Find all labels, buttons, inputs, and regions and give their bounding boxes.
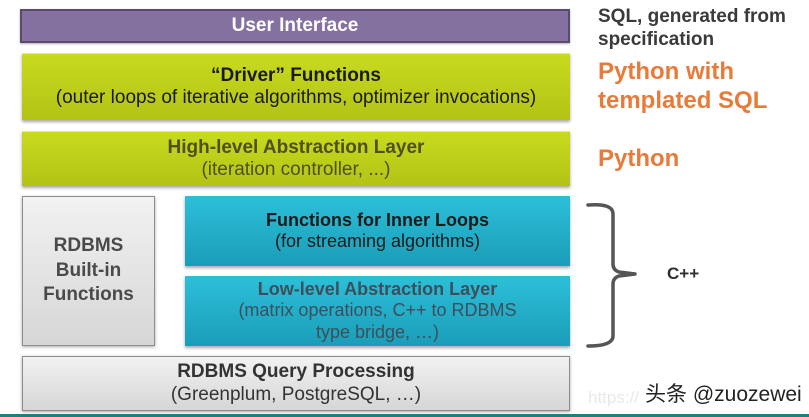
builtin-line-3: Functions <box>43 284 134 306</box>
driver-functions-layer: “Driver” Functions (outer loops of itera… <box>22 53 570 120</box>
driver-functions-title: “Driver” Functions <box>211 64 381 86</box>
rdbms-builtin-functions-box: RDBMS Built-in Functions <box>22 196 155 346</box>
inner-loops-title: Functions for Inner Loops <box>266 209 489 230</box>
bottom-divider <box>0 414 809 417</box>
python-sql-line-1: Python with <box>598 58 734 85</box>
low-level-title: Low-level Abstraction Layer <box>257 279 498 300</box>
low-level-subtitle-line-2: type bridge, …) <box>315 321 440 342</box>
builtin-line-1: RDBMS <box>53 234 124 256</box>
python-annotation: Python <box>598 145 680 172</box>
query-processing-title: RDBMS Query Processing <box>177 361 415 383</box>
python-templated-sql-annotation: Python with templated SQL <box>598 58 767 116</box>
sql-annotation-line-1: SQL, generated from <box>598 6 786 27</box>
low-level-abstraction-layer: Low-level Abstraction Layer (matrix oper… <box>185 276 570 346</box>
query-processing-subtitle: (Greenplum, PostgreSQL, …) <box>170 383 422 405</box>
high-level-abstraction-layer: High-level Abstraction Layer (iteration … <box>22 131 570 186</box>
query-processing-layer: RDBMS Query Processing (Greenplum, Postg… <box>22 356 570 411</box>
high-level-subtitle: (iteration controller, ...) <box>201 159 391 180</box>
cpp-annotation: C++ <box>667 264 700 283</box>
watermark-url: https:// <box>588 388 640 407</box>
python-sql-line-2: templated SQL <box>598 86 768 114</box>
inner-loops-subtitle: (for streaming algorithms) <box>274 231 481 251</box>
sql-annotation-line-2: specification <box>598 28 715 50</box>
high-level-title: High-level Abstraction Layer <box>167 136 425 158</box>
curly-brace-icon <box>586 202 637 348</box>
low-level-subtitle-line-1: (matrix operations, C++ to RDBMS <box>238 300 517 321</box>
watermark-text: 头条 @zuozewei <box>645 383 802 406</box>
driver-functions-subtitle: (outer loops of iterative algorithms, op… <box>55 87 537 108</box>
sql-annotation: SQL, generated from specification <box>598 6 786 52</box>
builtin-line-2: Built-in <box>55 259 122 281</box>
inner-loops-layer: Functions for Inner Loops (for streaming… <box>185 196 570 266</box>
brace-path <box>586 202 637 348</box>
user-interface-title: User Interface <box>231 14 359 36</box>
user-interface-layer: User Interface <box>20 9 570 43</box>
